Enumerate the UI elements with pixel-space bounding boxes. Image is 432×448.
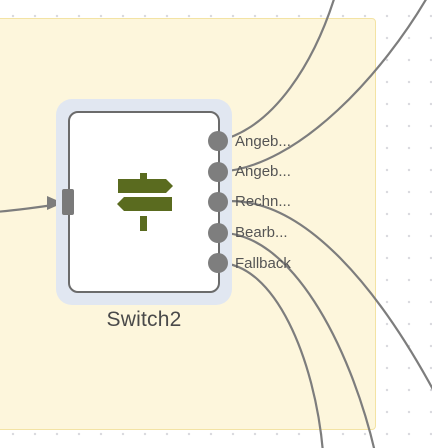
output-handle-2[interactable] <box>208 162 228 182</box>
connection-output-5[interactable] <box>216 261 324 448</box>
output-label-4: Bearb... <box>235 224 288 241</box>
output-handle-4[interactable] <box>208 223 228 243</box>
output-label-5: Fallback <box>235 255 291 272</box>
connection-arrowhead <box>47 196 63 210</box>
node-title: Switch2 <box>106 308 182 331</box>
connection-output-3[interactable] <box>216 200 432 395</box>
switch-node[interactable] <box>68 111 220 293</box>
output-label-3: Rechn... <box>235 193 291 210</box>
connection-output-4[interactable] <box>216 231 376 448</box>
connection-output-1[interactable] <box>216 0 335 143</box>
output-label-2: Angeb... <box>235 163 291 180</box>
output-handle-5[interactable] <box>208 253 228 273</box>
output-label-1: Angeb... <box>235 133 291 150</box>
connection-output-2[interactable] <box>216 0 428 174</box>
output-handle-1[interactable] <box>208 131 228 151</box>
output-handle-3[interactable] <box>208 192 228 212</box>
input-handle[interactable] <box>62 189 74 215</box>
signpost-icon <box>117 173 173 231</box>
